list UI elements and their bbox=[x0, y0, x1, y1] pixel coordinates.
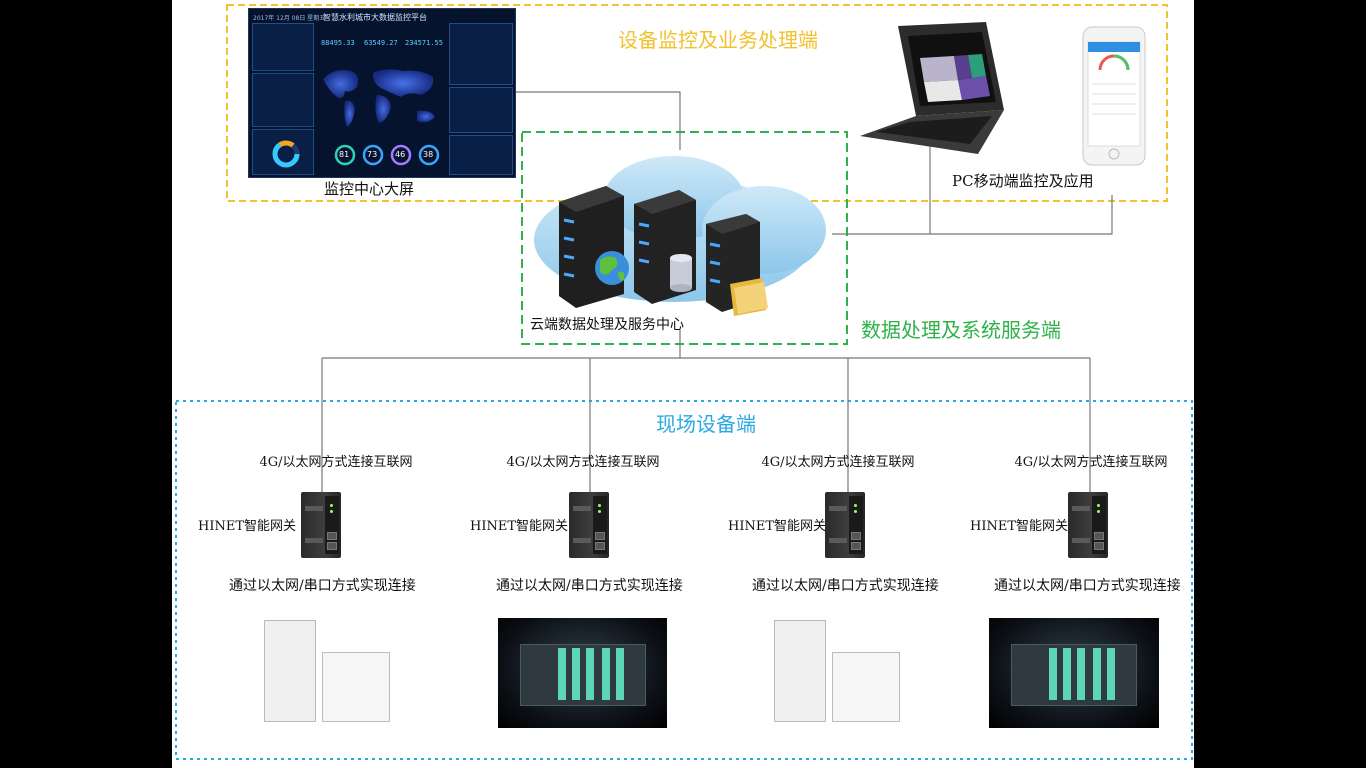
data-zone-border bbox=[521, 131, 848, 345]
field-2-gateway-label: HINET智能网关 bbox=[470, 519, 569, 534]
dashboard-gauge-1 bbox=[334, 144, 356, 166]
field-zone-title: 现场设备端 bbox=[656, 412, 756, 436]
gauge-value-4: 38 bbox=[423, 150, 434, 159]
cloud-server-graphic bbox=[534, 156, 826, 316]
dashboard-gauge-2 bbox=[362, 144, 384, 166]
field-2-gateway-device bbox=[569, 492, 609, 558]
field-1-gateway-device bbox=[301, 492, 341, 558]
dashboard-date: 2017年 12月 08日 星期五 bbox=[253, 15, 326, 22]
dashboard-panel-right-bottom bbox=[449, 135, 513, 175]
dashboard-panel-left-bottom bbox=[252, 129, 314, 175]
world-map-graphic bbox=[323, 69, 435, 127]
dashboard-panel-left-top bbox=[252, 23, 314, 71]
field-2-plc-unit bbox=[498, 618, 667, 728]
field-4-connection-label: 通过以太网/串口方式实现连接 bbox=[994, 578, 1181, 594]
dashboard-donut-chart bbox=[272, 140, 300, 168]
dashboard-gauge-3 bbox=[390, 144, 412, 166]
dashboard-number-3: 234571.55 bbox=[405, 39, 443, 47]
gauge-value-3: 46 bbox=[395, 150, 406, 159]
gauge-value-2: 73 bbox=[367, 150, 378, 159]
dashboard-number-1: 88495.33 bbox=[321, 39, 355, 47]
field-4-gateway-label: HINET智能网关 bbox=[970, 519, 1069, 534]
dashboard-panel-left-mid bbox=[252, 73, 314, 127]
laptop-icon bbox=[860, 22, 1004, 154]
field-3-network-label: 4G/以太网方式连接互联网 bbox=[761, 455, 915, 470]
field-4-network-label: 4G/以太网方式连接互联网 bbox=[1014, 455, 1168, 470]
cloud-center-label: 云端数据处理及服务中心 bbox=[530, 317, 684, 333]
dashboard-number-2: 63549.27 bbox=[364, 39, 398, 47]
field-zone-border bbox=[175, 400, 1193, 760]
field-2-connection-label: 通过以太网/串口方式实现连接 bbox=[496, 578, 683, 594]
field-1-connection-label: 通过以太网/串口方式实现连接 bbox=[229, 578, 416, 594]
field-3-connection-label: 通过以太网/串口方式实现连接 bbox=[752, 578, 939, 594]
monitor-dashboard-screen: 2017年 12月 08日 星期五 智慧水利城市大数据监控平台 88495.33… bbox=[248, 8, 516, 178]
diagram-canvas: 2017年 12月 08日 星期五 智慧水利城市大数据监控平台 88495.33… bbox=[172, 0, 1194, 768]
field-4-gateway-device bbox=[1068, 492, 1108, 558]
data-zone-title: 数据处理及系统服务端 bbox=[861, 318, 1061, 342]
smartphone-icon bbox=[1082, 26, 1146, 166]
field-3-gateway-device bbox=[825, 492, 865, 558]
gauge-value-1: 81 bbox=[339, 150, 350, 159]
monitoring-zone-title: 设备监控及业务处理端 bbox=[618, 28, 818, 52]
dashboard-gauge-4 bbox=[418, 144, 440, 166]
dashboard-panel-right-top bbox=[449, 23, 513, 85]
dashboard-title: 智慧水利城市大数据监控平台 bbox=[323, 13, 427, 22]
field-1-gateway-label: HINET智能网关 bbox=[198, 519, 297, 534]
pc-mobile-label: PC移动端监控及应用 bbox=[952, 172, 1094, 190]
monitor-screen-label: 监控中心大屏 bbox=[324, 180, 415, 198]
dashboard-panel-right-mid bbox=[449, 87, 513, 133]
field-3-gateway-label: HINET智能网关 bbox=[728, 519, 827, 534]
field-1-network-label: 4G/以太网方式连接互联网 bbox=[259, 455, 413, 470]
field-4-plc-unit bbox=[989, 618, 1159, 728]
field-2-network-label: 4G/以太网方式连接互联网 bbox=[506, 455, 660, 470]
